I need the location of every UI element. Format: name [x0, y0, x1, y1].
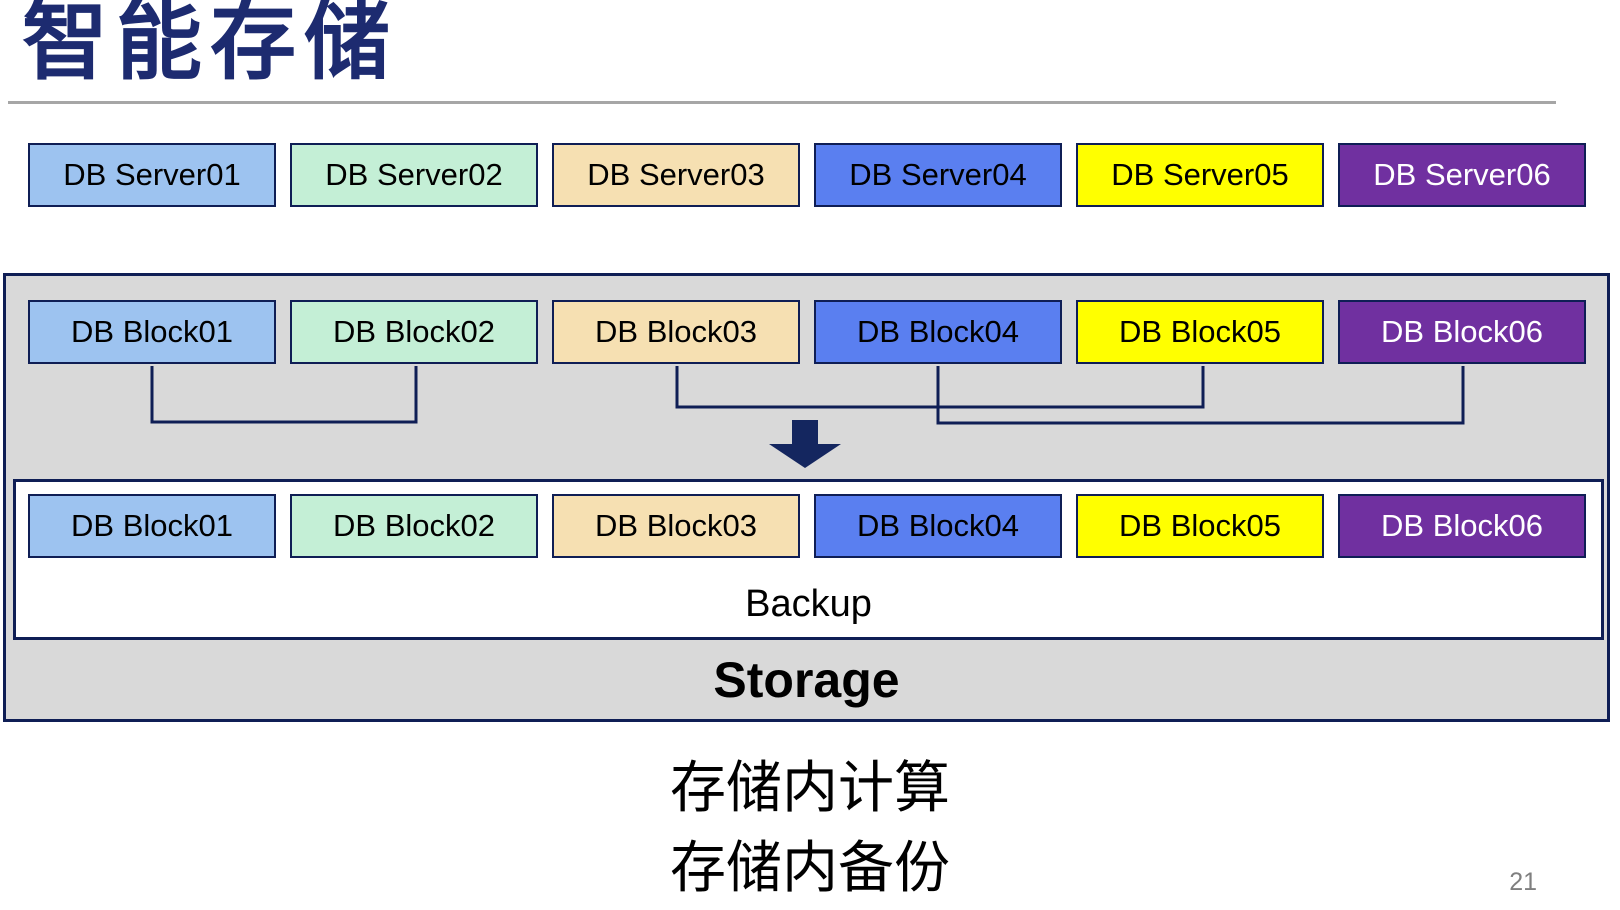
caption-text: 存储内计算 存储内备份	[0, 748, 1620, 908]
backup-label: Backup	[745, 583, 872, 625]
db-block-box: DB Block03	[552, 494, 800, 558]
db-block-box: DB Block01	[28, 300, 276, 364]
db-block-box: DB Block05	[1076, 494, 1324, 558]
connector-block04-block06	[936, 366, 1465, 425]
db-server-box: DB Server06	[1338, 143, 1586, 207]
db-block-box: DB Block03	[552, 300, 800, 364]
db-server-box: DB Server01	[28, 143, 276, 207]
db-block-box: DB Block01	[28, 494, 276, 558]
connector-block01-block02	[150, 366, 418, 424]
storage-label: Storage	[713, 652, 900, 708]
db-block-box: DB Block02	[290, 300, 538, 364]
storage-container: DB Block01 DB Block02 DB Block03 DB Bloc…	[3, 273, 1610, 722]
db-block-row-backup: DB Block01 DB Block02 DB Block03 DB Bloc…	[28, 494, 1586, 558]
db-block-row-source: DB Block01 DB Block02 DB Block03 DB Bloc…	[28, 300, 1586, 364]
db-block-box: DB Block06	[1338, 300, 1586, 364]
caption-line-2: 存储内备份	[670, 836, 950, 899]
caption-line-1: 存储内计算	[670, 756, 950, 819]
title-divider	[8, 101, 1556, 104]
down-arrow-icon	[769, 420, 841, 468]
db-server-row: DB Server01 DB Server02 DB Server03 DB S…	[28, 143, 1586, 207]
db-block-box: DB Block04	[814, 494, 1062, 558]
connector-block03-block05	[675, 366, 1205, 409]
db-block-box: DB Block02	[290, 494, 538, 558]
db-server-box: DB Server05	[1076, 143, 1324, 207]
db-block-box: DB Block06	[1338, 494, 1586, 558]
page-title: 智能存储	[22, 0, 398, 90]
db-block-box: DB Block04	[814, 300, 1062, 364]
block-connector-lines	[150, 366, 1465, 468]
db-block-box: DB Block05	[1076, 300, 1324, 364]
backup-box: DB Block01 DB Block02 DB Block03 DB Bloc…	[13, 479, 1604, 640]
db-server-box: DB Server04	[814, 143, 1062, 207]
page-number: 21	[1509, 868, 1537, 896]
db-server-box: DB Server03	[552, 143, 800, 207]
db-server-box: DB Server02	[290, 143, 538, 207]
